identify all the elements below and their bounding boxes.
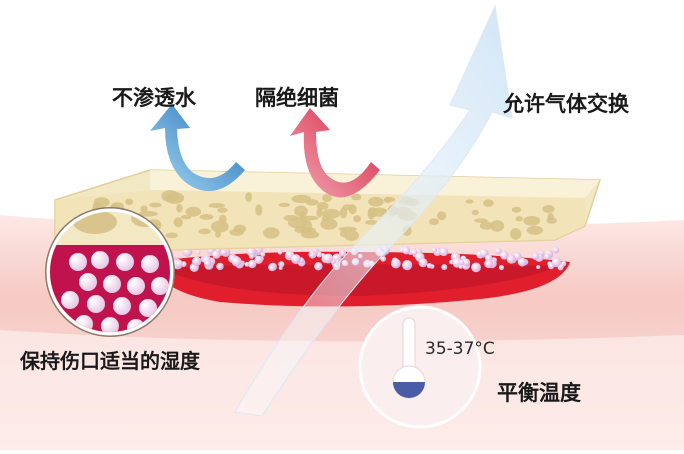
waterproof-label: 不渗透水 [112,86,196,110]
keep-moist-label: 保持伤口适当的湿度 [20,349,200,373]
magnifier-circle-icon [45,207,175,337]
block-bacteria-label: 隔绝细菌 [255,86,339,110]
thermometer-icon [358,305,482,429]
temperature-range-label: 35-37°C [425,339,495,359]
gas-exchange-label: 允许气体交换 [503,92,629,116]
balanced-temperature-label: 平衡温度 [497,381,581,405]
blue-curved-arrow-icon [150,104,245,192]
red-curved-arrow-icon [290,108,380,198]
gas-exchange-arrow-icon [234,4,513,417]
